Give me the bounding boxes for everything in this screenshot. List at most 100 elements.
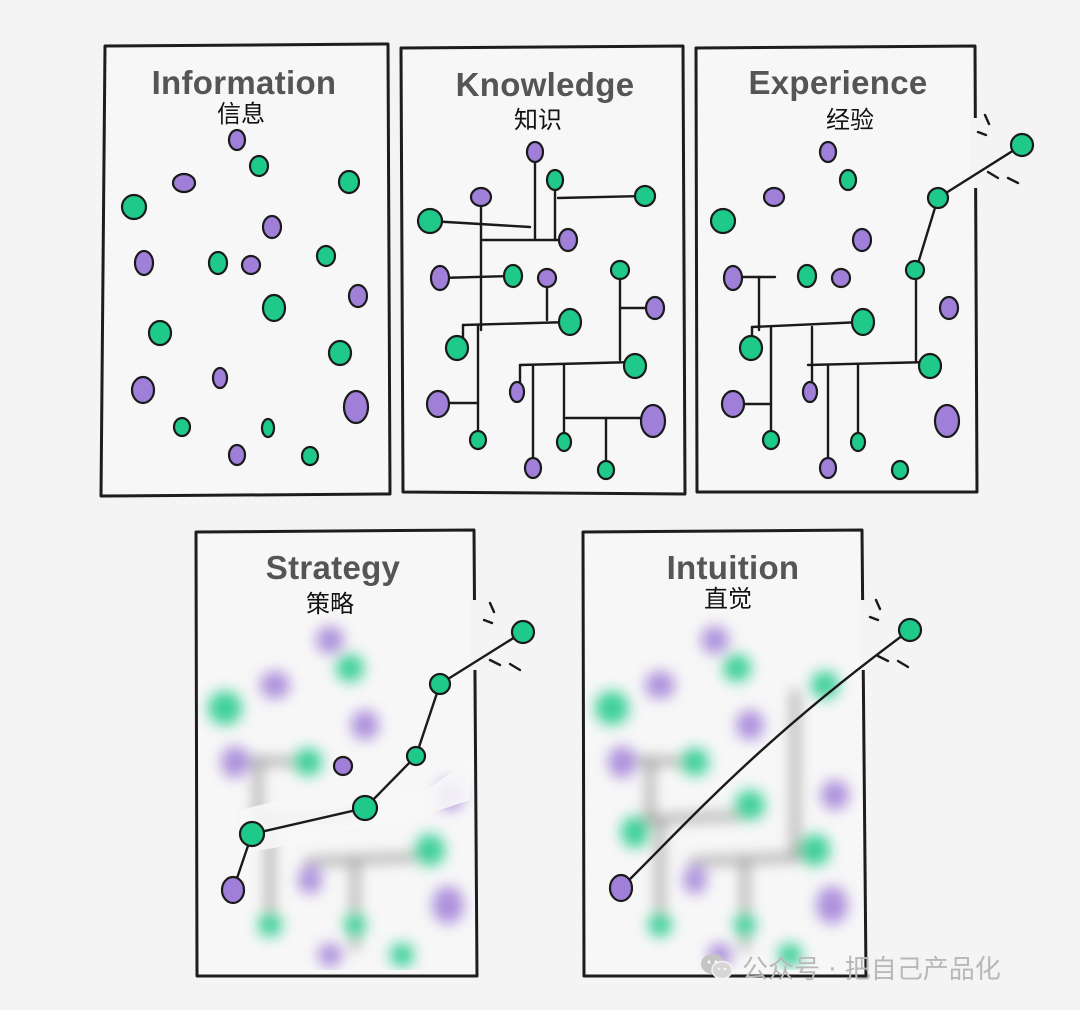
green-dot — [849, 431, 867, 453]
green-dot — [545, 168, 565, 192]
panel-title-en: Information — [152, 64, 337, 101]
purple-dot — [762, 186, 786, 208]
green-dot — [596, 459, 616, 481]
green-dot — [444, 334, 470, 362]
green-dot — [172, 416, 192, 438]
green-dot — [468, 429, 488, 451]
dots — [709, 132, 1035, 481]
green-dot — [502, 263, 524, 289]
connections — [428, 150, 657, 470]
purple-dot — [469, 186, 493, 208]
green-dot — [796, 263, 818, 289]
start-dot — [220, 875, 246, 905]
purple-dot — [240, 254, 262, 276]
panel-intuition: Intuition 直觉 — [581, 528, 930, 978]
green-dot — [555, 431, 573, 453]
purple-dot — [523, 456, 543, 480]
panel-strategy: Strategy 策略 — [194, 528, 550, 978]
purple-dot — [211, 366, 229, 390]
purple-dot — [525, 140, 545, 164]
panel-title-zh: 经验 — [826, 106, 874, 134]
green-dot — [327, 339, 353, 367]
purple-dot — [644, 295, 666, 321]
green-dot — [207, 250, 229, 276]
purple-dot — [133, 249, 155, 277]
purple-dot — [801, 380, 819, 404]
purple-dot — [933, 403, 961, 439]
goal-dot — [510, 619, 536, 645]
wechat-icon — [701, 954, 733, 980]
purple-dot — [130, 375, 156, 405]
purple-dot — [536, 267, 558, 289]
purple-dot — [429, 264, 451, 292]
purple-dot — [227, 128, 247, 152]
blurred-background — [208, 626, 470, 967]
panel-title-zh: 策略 — [306, 590, 354, 618]
green-dot — [261, 293, 287, 323]
green-dot — [315, 244, 337, 268]
watermark-text: 公众号 · 把自己产品化 — [742, 954, 1001, 985]
dots — [120, 128, 370, 467]
green-dot — [238, 820, 266, 848]
purple-dot — [342, 389, 370, 425]
green-dot — [622, 352, 648, 380]
dots — [416, 140, 667, 481]
green-dot — [337, 169, 361, 195]
panel-title-zh: 知识 — [514, 106, 562, 134]
purple-dot — [347, 283, 369, 309]
panel-title-en: Experience — [748, 64, 927, 101]
spark-marks — [976, 113, 1020, 185]
green-dot — [416, 207, 444, 235]
green-dot — [557, 307, 583, 337]
spark-marks — [868, 598, 910, 669]
purple-dot — [639, 403, 667, 439]
panel-knowledge: Knowledge 知识 — [399, 44, 687, 496]
panel-title-en: Strategy — [266, 549, 401, 586]
panel-title-en: Intuition — [667, 549, 800, 586]
purple-dot — [227, 443, 247, 467]
green-dot — [890, 459, 910, 481]
watermark: 公众号 · 把自己产品化 — [700, 948, 1001, 986]
green-dot — [300, 445, 320, 467]
purple-dot — [818, 140, 838, 164]
green-dot — [609, 259, 631, 281]
blurred-background — [595, 626, 849, 967]
green-dot — [904, 259, 926, 281]
intuition-path — [619, 628, 912, 890]
green-dot — [709, 207, 737, 235]
purple-dot — [851, 227, 873, 253]
green-dot — [351, 794, 379, 822]
purple-dot — [722, 264, 744, 292]
green-dot — [738, 334, 764, 362]
panel-title-zh: 信息 — [217, 100, 265, 128]
path-dots — [220, 619, 536, 905]
panel-experience: Experience 经验 — [694, 44, 1040, 494]
panel-frame — [581, 528, 868, 978]
panel-title-en: Knowledge — [456, 66, 635, 103]
purple-dot — [508, 380, 526, 404]
green-dot — [838, 168, 858, 192]
panel-frame — [194, 528, 479, 978]
spark-marks — [482, 601, 522, 672]
green-dot — [917, 352, 943, 380]
purple-dot — [830, 267, 852, 289]
purple-dot — [171, 172, 197, 194]
purple-dot — [720, 389, 746, 419]
goal-dot — [897, 617, 923, 643]
purple-dot — [425, 389, 451, 419]
purple-dot — [938, 295, 960, 321]
green-dot — [120, 193, 148, 221]
green-dot — [850, 307, 876, 337]
green-dot — [926, 186, 950, 210]
start-dot — [608, 873, 634, 903]
panel-title-zh: 直觉 — [704, 585, 752, 613]
green-dot — [147, 319, 173, 347]
purple-dot — [332, 755, 354, 777]
green-dot — [761, 429, 781, 451]
green-dot — [633, 184, 657, 208]
green-dot — [248, 154, 270, 178]
purple-dot — [557, 227, 579, 253]
purple-dot — [818, 456, 838, 480]
goal-dot — [1009, 132, 1035, 158]
